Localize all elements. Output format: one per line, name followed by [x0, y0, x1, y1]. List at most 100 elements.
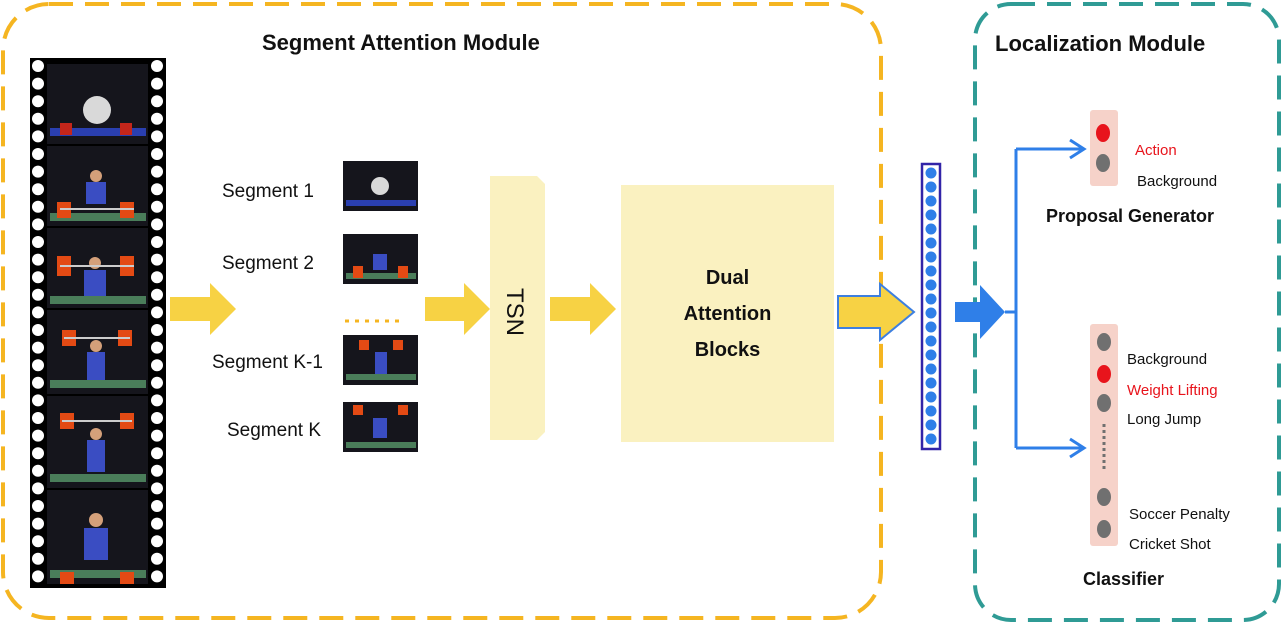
sprocket-hole — [151, 376, 163, 389]
class-label-long-jump: Long Jump — [1127, 411, 1202, 428]
video-frames — [47, 64, 148, 584]
sprocket-hole — [32, 341, 44, 354]
sprocket-hole — [151, 218, 163, 231]
sprocket-hole — [151, 183, 163, 196]
sprocket-hole — [32, 236, 44, 248]
feature-dot — [925, 265, 937, 277]
sprocket-hole — [151, 95, 163, 108]
classifier-score-bar — [1090, 324, 1118, 546]
class-label-soccer-penalty: Soccer Penalty — [1129, 506, 1230, 523]
dual-attention-label: Dual Attention Blocks — [621, 185, 834, 442]
sprocket-hole — [151, 464, 163, 477]
sprocket-hole — [151, 288, 163, 301]
dual-attention-line-2: Attention — [683, 302, 772, 325]
arrow-dab-to-feature — [837, 281, 916, 343]
feature-dot — [925, 223, 937, 235]
sprocket-hole — [32, 183, 44, 196]
segment-k-1-label: Segment K-1 — [212, 352, 323, 373]
arrow-to-localization — [955, 285, 1005, 339]
feature-dot — [925, 167, 937, 179]
class-label-background: Background — [1127, 351, 1208, 368]
sprocket-hole — [32, 253, 44, 266]
sprocket-hole — [151, 517, 163, 530]
sprocket-hole — [32, 464, 44, 477]
sprocket-hole — [32, 60, 44, 72]
sprocket-hole — [32, 394, 44, 407]
sprocket-hole — [32, 552, 44, 565]
sprocket-hole — [151, 535, 163, 548]
arrow-tsn-to-dab — [550, 283, 616, 335]
sprocket-hole — [151, 271, 163, 284]
sprocket-hole — [32, 517, 44, 530]
sprocket-hole — [32, 359, 44, 372]
feature-dot — [925, 321, 937, 333]
sprocket-hole — [151, 412, 163, 424]
segment-thumbnails — [343, 161, 418, 452]
film-sprockets — [32, 60, 163, 583]
dual-attention-line-1: Dual — [705, 266, 750, 289]
sprocket-hole — [32, 271, 44, 284]
sprocket-hole — [32, 570, 44, 583]
feature-dot — [925, 433, 937, 445]
arrow-segments-to-tsn — [425, 283, 490, 335]
sprocket-hole — [32, 535, 44, 548]
sprocket-hole — [151, 324, 163, 336]
sprocket-hole — [151, 130, 163, 143]
feature-dot — [925, 349, 937, 361]
sprocket-hole — [151, 570, 163, 583]
feature-dot — [925, 391, 937, 403]
feature-dot — [925, 335, 937, 347]
sprocket-hole — [151, 112, 163, 125]
sprocket-hole — [151, 236, 163, 248]
segment-1-label: Segment 1 — [222, 181, 314, 202]
background-score-dot — [1096, 154, 1110, 172]
dual-attention-line-3: Blocks — [694, 338, 761, 361]
sprocket-hole — [32, 165, 44, 178]
sprocket-hole — [32, 500, 44, 512]
segment-k-label: Segment K — [227, 420, 321, 441]
sprocket-hole — [151, 552, 163, 565]
sprocket-hole — [151, 447, 163, 460]
arrow-film-to-segments — [170, 283, 236, 335]
sprocket-hole — [32, 130, 44, 143]
feature-vector — [920, 162, 942, 451]
sprocket-hole — [32, 447, 44, 460]
segment-2-label: Segment 2 — [222, 253, 314, 274]
tsn-label: TSN — [501, 288, 528, 336]
feature-dot — [925, 377, 937, 389]
feature-dot — [925, 307, 937, 319]
classifier-title: Classifier — [1083, 569, 1165, 589]
sprocket-hole — [32, 482, 44, 495]
sprocket-hole — [151, 165, 163, 178]
proposal-score-bar — [1090, 110, 1118, 186]
sprocket-hole — [151, 200, 163, 213]
feature-dot — [925, 419, 937, 431]
segment-attention-module-title: Segment Attention Module — [262, 30, 540, 55]
sprocket-hole — [32, 148, 44, 160]
action-score-dot — [1096, 124, 1110, 142]
tsn-block — [490, 176, 545, 440]
class-dot-long-jump — [1097, 394, 1111, 412]
sprocket-hole — [32, 288, 44, 301]
feature-dot — [925, 363, 937, 375]
sprocket-hole — [151, 253, 163, 266]
sprocket-hole — [151, 394, 163, 407]
class-dot-weight-lifting — [1097, 365, 1111, 383]
sprocket-hole — [151, 482, 163, 495]
feature-dot — [925, 195, 937, 207]
sprocket-hole — [151, 77, 163, 90]
sprocket-hole — [151, 359, 163, 372]
sprocket-hole — [32, 324, 44, 336]
proposal-action-label: Action — [1135, 142, 1177, 159]
feature-dot — [925, 237, 937, 249]
sprocket-hole — [32, 376, 44, 389]
class-label-cricket-shot: Cricket Shot — [1129, 536, 1211, 553]
sprocket-hole — [151, 306, 163, 319]
feature-dot — [925, 209, 937, 221]
feature-dot — [925, 405, 937, 417]
sprocket-hole — [151, 500, 163, 512]
class-label-weight-lifting: Weight Lifting — [1127, 382, 1218, 399]
localization-module-title: Localization Module — [995, 31, 1206, 56]
class-dot-soccer-penalty — [1097, 488, 1111, 506]
